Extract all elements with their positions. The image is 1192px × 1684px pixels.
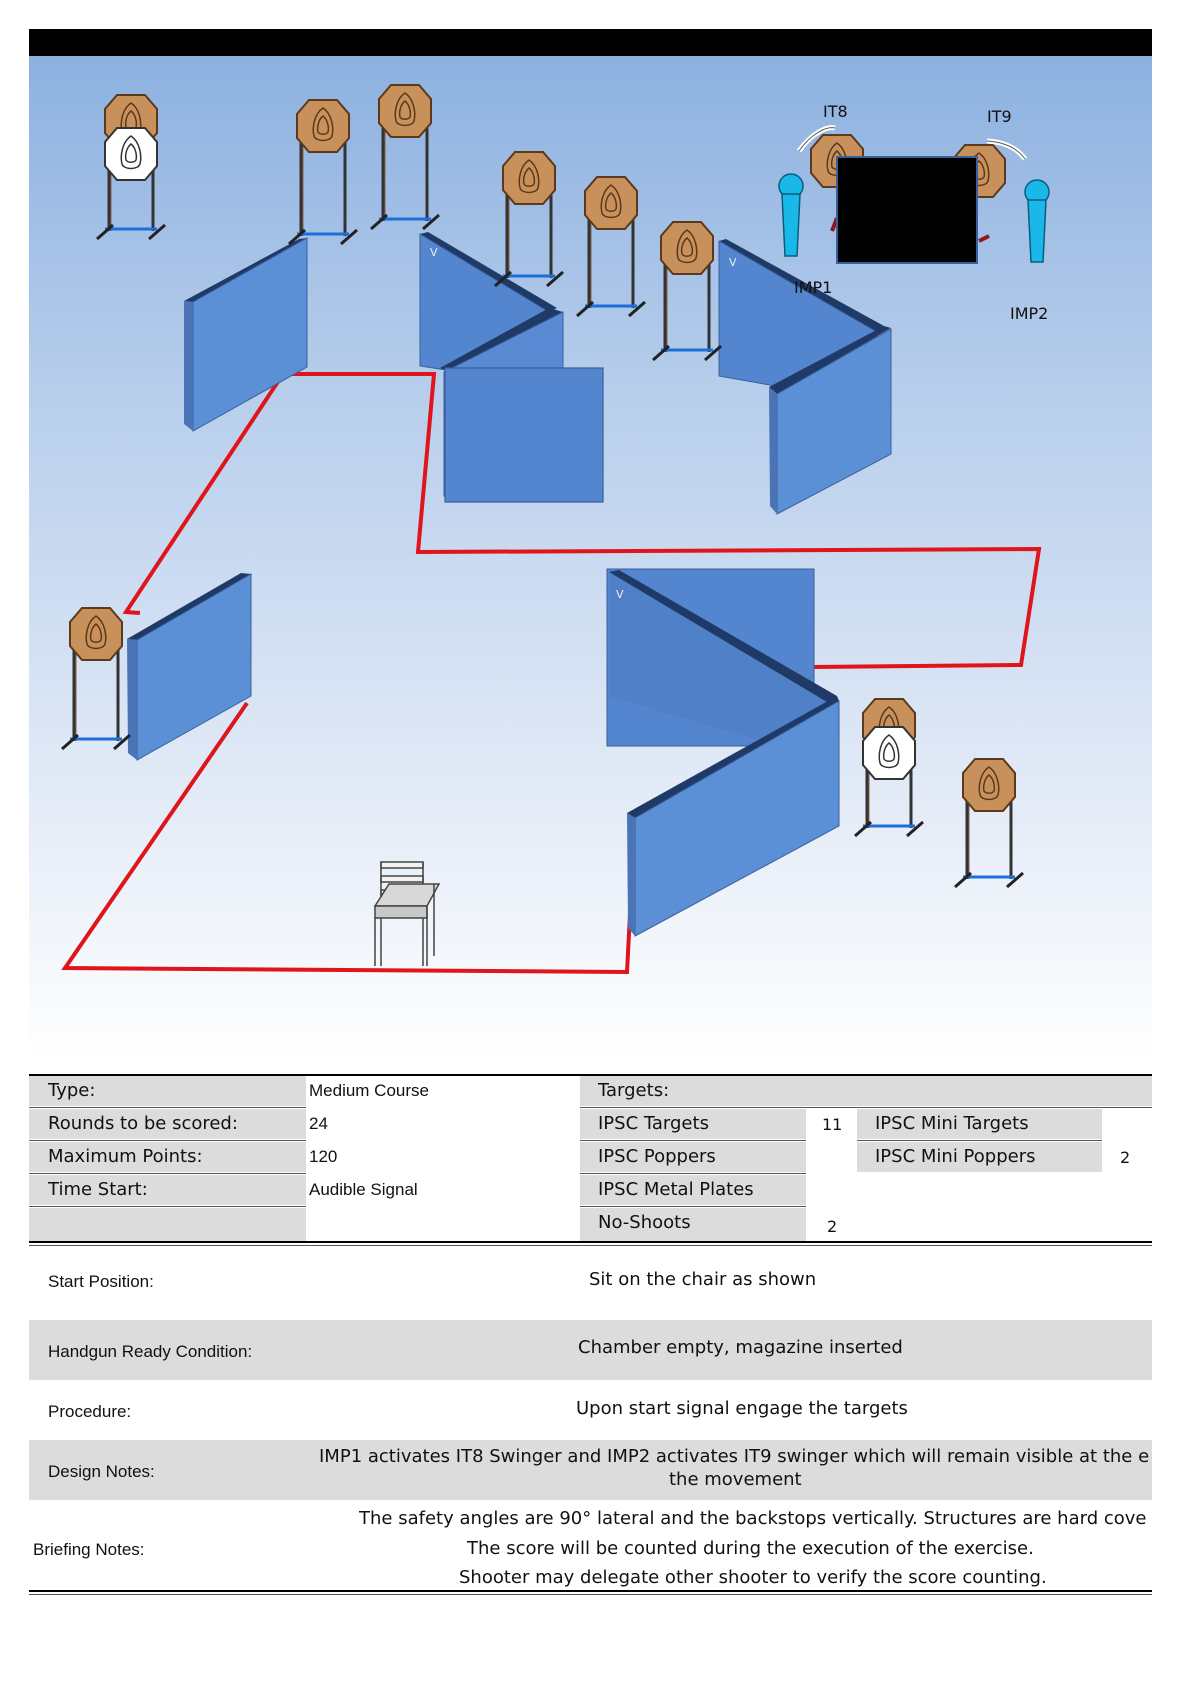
stage-diagram: IT8 IT9 IMP1 IMP2 V V V <box>29 56 1152 1060</box>
rounds-value: 24 <box>309 1114 328 1133</box>
divider <box>29 1173 306 1174</box>
time-start-value: Audible Signal <box>309 1180 418 1199</box>
target-6 <box>651 221 723 362</box>
design-notes-label: Design Notes: <box>48 1462 155 1481</box>
ipsc-poppers-label: IPSC Poppers <box>580 1142 806 1172</box>
stage-drawing <box>60 84 1050 975</box>
briefing-notes-label: Briefing Notes: <box>33 1540 145 1559</box>
ready-condition-row: Handgun Ready Condition: Chamber empty, … <box>29 1320 1152 1380</box>
wall-mark-2: V <box>729 256 737 269</box>
popper-imp1 <box>778 173 804 257</box>
fault-line <box>283 372 1042 669</box>
footer-rule <box>29 1590 1152 1592</box>
footer-rule-2 <box>29 1594 1152 1595</box>
no-shoot-1 <box>104 127 158 181</box>
briefing-notes-line-1: The safety angles are 90° lateral and th… <box>359 1508 1147 1529</box>
label-imp2: IMP2 <box>1010 304 1049 323</box>
label-it8: IT8 <box>823 102 848 121</box>
start-position-row: Start Position: Sit on the chair as show… <box>29 1250 1152 1313</box>
rounds-label: Rounds to be scored: <box>29 1109 306 1139</box>
target-3 <box>369 84 441 231</box>
type-value: Medium Course <box>309 1081 429 1100</box>
popper-imp2 <box>1024 179 1050 263</box>
target-7 <box>60 607 132 751</box>
label-imp1: IMP1 <box>794 278 833 297</box>
briefing-notes-row: Briefing Notes: The safety angles are 90… <box>29 1500 1152 1590</box>
divider <box>857 1140 1102 1141</box>
points-label: Maximum Points: <box>29 1142 306 1172</box>
wall-right-lower <box>606 568 840 937</box>
procedure-row: Procedure: Upon start signal engage the … <box>29 1380 1152 1438</box>
wall-left-upper <box>184 237 308 432</box>
briefing-notes-line-2: The score will be counted during the exe… <box>467 1538 1034 1559</box>
design-notes-line-1: IMP1 activates IT8 Swinger and IMP2 acti… <box>319 1446 1150 1467</box>
divider <box>580 1140 806 1141</box>
ready-condition-value: Chamber empty, magazine inserted <box>578 1337 903 1358</box>
start-position-value: Sit on the chair as shown <box>589 1269 817 1290</box>
chair <box>373 861 441 966</box>
ipsc-metal-plates-label: IPSC Metal Plates <box>580 1175 806 1205</box>
divider <box>580 1206 806 1207</box>
start-position-label: Start Position: <box>48 1272 154 1291</box>
wall-mark-1: V <box>430 246 438 259</box>
type-label: Type: <box>29 1076 306 1106</box>
time-start-label: Time Start: <box>29 1175 306 1205</box>
mini-poppers-value: 2 <box>1120 1148 1131 1167</box>
wall-mark-3: V <box>616 588 624 601</box>
no-shoots-value: 2 <box>827 1217 838 1236</box>
procedure-label: Procedure: <box>48 1402 132 1421</box>
procedure-value: Upon start signal engage the targets <box>576 1398 908 1419</box>
label-it9: IT9 <box>987 107 1012 126</box>
ready-condition-label: Handgun Ready Condition: <box>48 1342 253 1361</box>
targets-header: Targets: <box>580 1076 1152 1106</box>
points-value: 120 <box>309 1147 338 1166</box>
mini-poppers-label: IPSC Mini Poppers <box>857 1142 1102 1172</box>
divider <box>29 1140 306 1141</box>
target-4 <box>493 151 565 288</box>
fault-line-bottom <box>61 701 632 975</box>
divider <box>29 1206 306 1207</box>
divider <box>29 1107 306 1108</box>
briefing-notes-line-3: Shooter may delegate other shooter to ve… <box>459 1567 1047 1588</box>
table-bottom-rule-2 <box>29 1245 1152 1246</box>
design-notes-line-2: the movement <box>669 1469 802 1490</box>
divider <box>580 1107 1152 1108</box>
ipsc-targets-label: IPSC Targets <box>580 1109 806 1139</box>
design-notes-row: Design Notes: IMP1 activates IT8 Swinger… <box>29 1440 1152 1500</box>
wall-right-upper <box>718 239 892 515</box>
divider <box>580 1173 806 1174</box>
target-9 <box>953 758 1025 889</box>
swinger-screen <box>836 156 978 264</box>
wall-left-lower <box>127 573 252 761</box>
fault-line-left <box>122 372 285 615</box>
header-bar <box>29 29 1152 56</box>
empty-cell <box>29 1208 306 1241</box>
target-5 <box>575 176 647 318</box>
mini-targets-label: IPSC Mini Targets <box>857 1109 1102 1139</box>
wall-center-v <box>419 232 604 503</box>
no-shoot-2 <box>862 726 916 780</box>
ipsc-targets-value: 11 <box>822 1115 843 1134</box>
table-top-rule <box>29 1074 1152 1076</box>
no-shoots-label: No-Shoots <box>580 1208 806 1241</box>
table-bottom-rule <box>29 1241 1152 1243</box>
target-2 <box>287 99 359 246</box>
